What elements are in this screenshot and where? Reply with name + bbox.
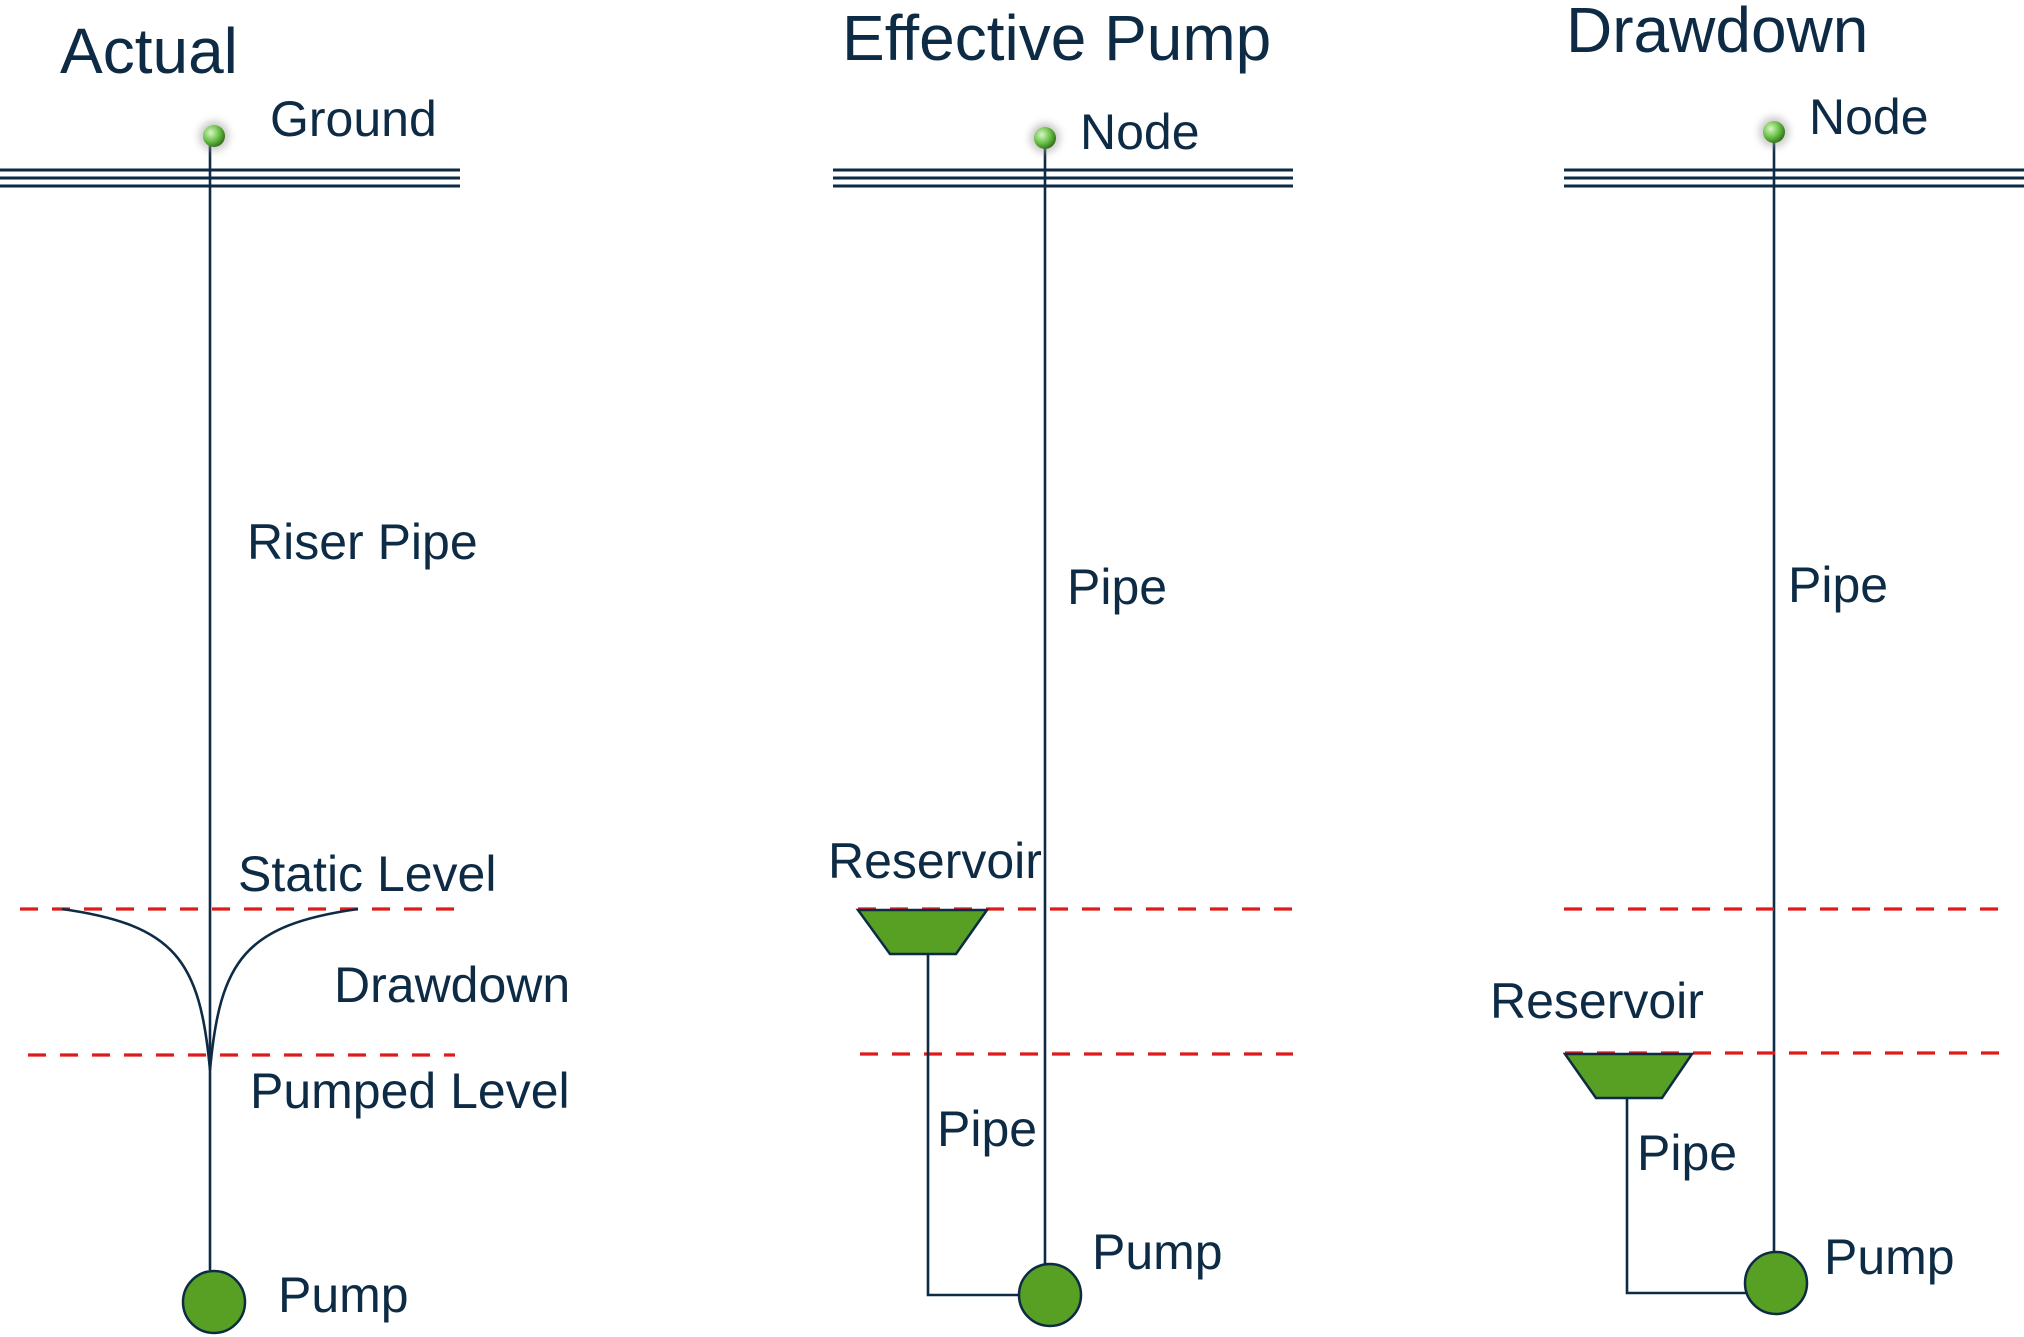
lower-pipe	[926, 954, 1020, 1297]
static-level-label: Static Level	[238, 846, 496, 902]
pump-label: Pump	[1092, 1224, 1223, 1280]
panel-title-effective-pump: Effective Pump	[842, 2, 1271, 74]
ground-line	[1564, 168, 2024, 188]
lower-pipe-label: Pipe	[1637, 1125, 1737, 1181]
ground-line	[0, 168, 460, 188]
pump-label: Pump	[1824, 1229, 1955, 1285]
pipe-label: Pipe	[1067, 559, 1167, 615]
pipe-label: Pipe	[1788, 557, 1888, 613]
drawdown-label: Drawdown	[334, 957, 570, 1013]
node-label: Node	[1809, 89, 1929, 145]
ground-node-icon	[199, 121, 229, 151]
lower-pipe-label: Pipe	[937, 1101, 1037, 1157]
reservoir-label: Reservoir	[828, 833, 1042, 889]
ground-line	[833, 168, 1293, 188]
pump-icon	[1743, 1250, 1809, 1316]
node-icon	[1759, 117, 1789, 147]
ground-label: Ground	[270, 91, 437, 147]
pump-icon	[181, 1269, 247, 1335]
panel-effective-pump: Effective Pump Node Pipe Reservoir Pipe …	[828, 2, 1293, 1328]
panel-title-actual: Actual	[60, 15, 238, 87]
reservoir-icon	[1562, 1052, 1695, 1100]
node-label: Node	[1080, 104, 1200, 160]
lower-pipe	[1625, 1098, 1746, 1295]
pump-icon	[1017, 1262, 1083, 1328]
drawdown-cone-left	[61, 907, 212, 1071]
reservoir-label: Reservoir	[1490, 973, 1704, 1029]
reservoir-icon	[855, 908, 990, 956]
panel-actual: Actual Ground Riser Pipe Static Level Dr…	[0, 15, 570, 1335]
node-icon	[1030, 123, 1060, 153]
panel-title-drawdown: Drawdown	[1566, 0, 1868, 66]
riser-pipe-label: Riser Pipe	[247, 514, 478, 570]
pumped-level-label: Pumped Level	[250, 1063, 570, 1119]
pump-label: Pump	[278, 1267, 409, 1323]
drawdown-cone-right	[208, 907, 359, 1071]
panel-drawdown: Drawdown Node Pipe Reservoir Pipe Pump	[1490, 0, 2024, 1316]
